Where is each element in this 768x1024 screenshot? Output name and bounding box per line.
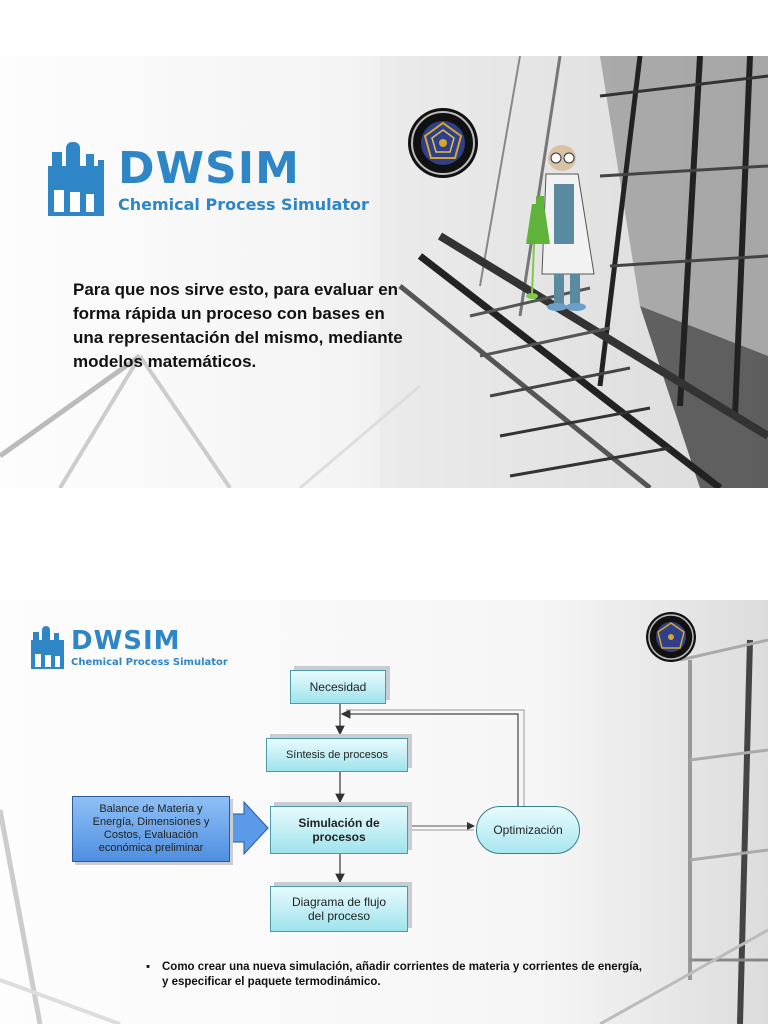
dwsim-plant-icon bbox=[48, 142, 104, 216]
dwsim-logo: DWSIM Chemical Process Simulator bbox=[30, 626, 228, 670]
logo-subtitle: Chemical Process Simulator bbox=[71, 657, 228, 668]
flow-box-optimizacion: Optimización bbox=[476, 806, 580, 854]
dwsim-logo: DWSIM Chemical Process Simulator bbox=[46, 142, 369, 218]
flowchart-connectors bbox=[335, 704, 525, 884]
fullerene-badge-icon bbox=[646, 612, 696, 662]
slide2-bullet: ▪ Como crear una nueva simulación, añadi… bbox=[146, 960, 646, 990]
slide1-body-text: Para que nos sirve esto, para evaluar en… bbox=[73, 280, 403, 371]
flow-box-necesidad: Necesidad bbox=[290, 670, 386, 704]
logo-title: DWSIM bbox=[71, 626, 181, 656]
input-arrow-icon bbox=[226, 800, 269, 856]
logo-title: DWSIM bbox=[118, 143, 300, 194]
fullerene-badge-icon bbox=[408, 108, 478, 178]
flow-box-simulacion: Simulación de procesos bbox=[270, 806, 408, 854]
dwsim-plant-icon bbox=[31, 626, 64, 669]
slide-2: DWSIM Chemical Process Simulator Necesid… bbox=[0, 600, 768, 1024]
bullet-text: Como crear una nueva simulación, añadir … bbox=[162, 961, 642, 988]
architecture-background bbox=[0, 56, 768, 488]
logo-subtitle: Chemical Process Simulator bbox=[118, 195, 369, 214]
flow-box-balance: Balance de Materia y Energía, Dimensione… bbox=[72, 796, 230, 862]
scientist-illustration-icon bbox=[526, 145, 595, 311]
bullet-dot-icon: ▪ bbox=[146, 961, 151, 973]
slide-1: DWSIM Chemical Process Simulator Para qu… bbox=[0, 56, 768, 488]
flow-box-sintesis: Síntesis de procesos bbox=[266, 738, 408, 772]
flow-box-diagrama: Diagrama de flujo del proceso bbox=[270, 886, 408, 932]
